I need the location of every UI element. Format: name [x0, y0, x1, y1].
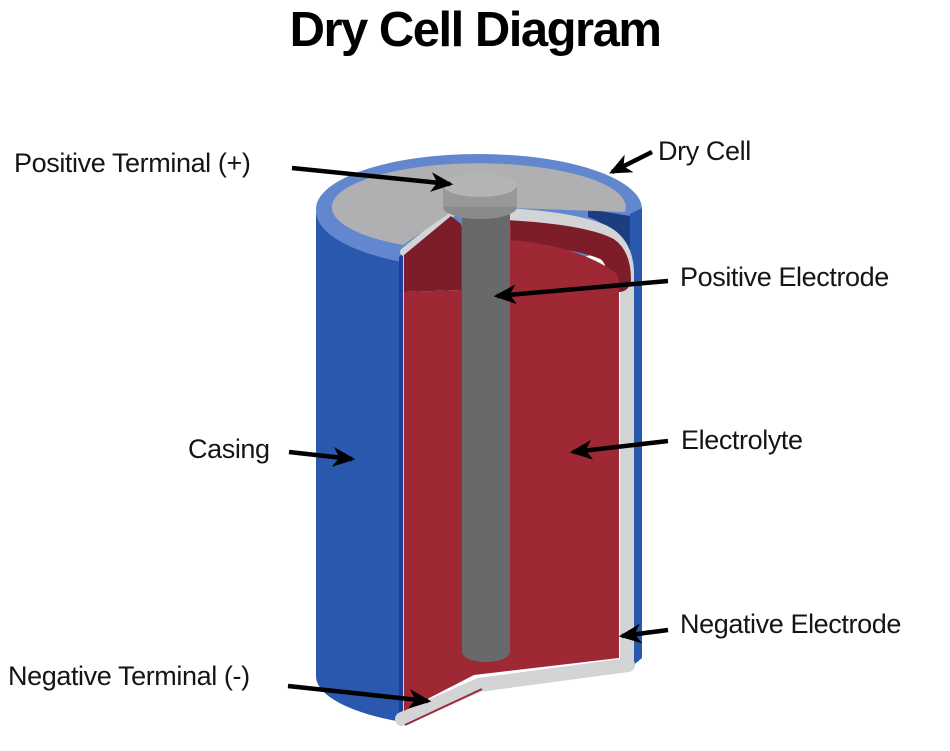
- electrolyte-inner-top-left: [404, 216, 461, 292]
- electrolyte-face: [404, 226, 619, 711]
- label-negative-terminal: Negative Terminal (-): [8, 661, 250, 691]
- lining-left-top: [400, 209, 456, 256]
- casing-inner-wall: [588, 209, 630, 255]
- arrow-negative-electrode: [618, 623, 669, 644]
- label-dry-cell: Dry Cell: [658, 136, 751, 166]
- label-negative-electrode: Negative Electrode: [680, 609, 901, 639]
- positive-terminal-cap: [443, 173, 517, 219]
- electrolyte-inner-top-right: [493, 220, 631, 292]
- casing-left-wall: [316, 212, 402, 722]
- label-positive-terminal: Positive Terminal (+): [14, 148, 251, 178]
- page-title: Dry Cell Diagram: [289, 3, 662, 57]
- arrow-positive-electrode: [493, 278, 669, 305]
- arrow-electrolyte: [569, 438, 669, 460]
- arrow-negative-terminal: [287, 683, 432, 709]
- label-casing: Casing: [188, 434, 270, 464]
- positive-electrode-rod: [462, 200, 510, 662]
- electrolyte-bottom-edge: [404, 688, 483, 726]
- arrow-positive-terminal: [291, 165, 454, 192]
- label-positive-electrode: Positive Electrode: [680, 262, 889, 292]
- arrow-dry-cell: [608, 149, 654, 175]
- arrow-casing: [288, 447, 356, 467]
- label-electrolyte: Electrolyte: [681, 425, 803, 455]
